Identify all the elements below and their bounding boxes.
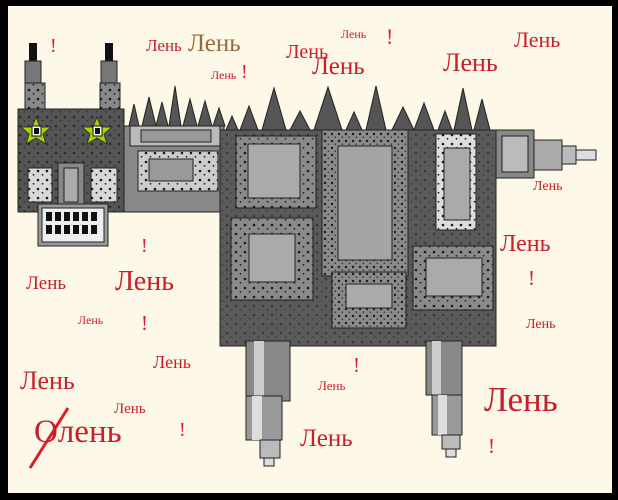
back-leg bbox=[425, 340, 463, 458]
laziness-word: Лень bbox=[300, 425, 353, 452]
laziness-word: Лень bbox=[211, 68, 237, 82]
laziness-word: Лень bbox=[115, 266, 174, 297]
laziness-word: Лень bbox=[318, 378, 346, 393]
robot-head bbox=[17, 108, 125, 213]
robot-deer-illustration bbox=[17, 43, 597, 469]
exclamation-mark: ! bbox=[179, 419, 186, 441]
laziness-word: Лень bbox=[341, 27, 367, 41]
exclamation-mark: ! bbox=[528, 266, 535, 290]
robot-mouth bbox=[37, 203, 109, 247]
exclamation-mark: ! bbox=[241, 61, 248, 83]
laziness-word: Лень bbox=[153, 352, 191, 372]
laziness-word: Лень bbox=[514, 27, 561, 52]
robot-tail bbox=[495, 129, 597, 179]
title-strike-line bbox=[28, 407, 70, 469]
laziness-word: Лень bbox=[26, 273, 67, 294]
laziness-word: Лень bbox=[484, 380, 558, 419]
exclamation-mark: ! bbox=[141, 235, 148, 257]
laziness-word: Лень bbox=[526, 317, 556, 332]
laziness-word: Лень bbox=[443, 48, 498, 77]
right-antenna bbox=[99, 43, 121, 114]
left-eye bbox=[19, 115, 53, 146]
laziness-word: Лень bbox=[500, 231, 551, 257]
left-antenna bbox=[24, 43, 46, 114]
right-eye bbox=[80, 115, 114, 146]
exclamation-mark: ! bbox=[353, 353, 360, 377]
robot-neck bbox=[123, 125, 225, 213]
exclamation-mark: ! bbox=[141, 311, 148, 335]
laziness-word: Лень bbox=[20, 366, 75, 395]
robot-body bbox=[219, 129, 497, 347]
exclamation-mark: ! bbox=[50, 35, 57, 57]
laziness-word: Лень bbox=[188, 30, 241, 57]
front-leg bbox=[245, 340, 291, 467]
exclamation-mark: ! bbox=[488, 434, 495, 458]
laziness-word: Лень bbox=[78, 313, 104, 327]
deer-title: Олень bbox=[34, 414, 122, 450]
laziness-word: Лень bbox=[286, 41, 329, 63]
drawing-canvas: Лень Лень Лень Лень Лень Лень Лень Лень … bbox=[8, 6, 612, 493]
exclamation-mark: ! bbox=[386, 24, 394, 49]
laziness-word: Лень bbox=[312, 53, 365, 80]
laziness-word: Лень bbox=[533, 179, 563, 194]
laziness-word: Лень bbox=[114, 401, 146, 417]
laziness-word: Лень bbox=[146, 36, 182, 55]
back-spikes bbox=[128, 85, 491, 131]
